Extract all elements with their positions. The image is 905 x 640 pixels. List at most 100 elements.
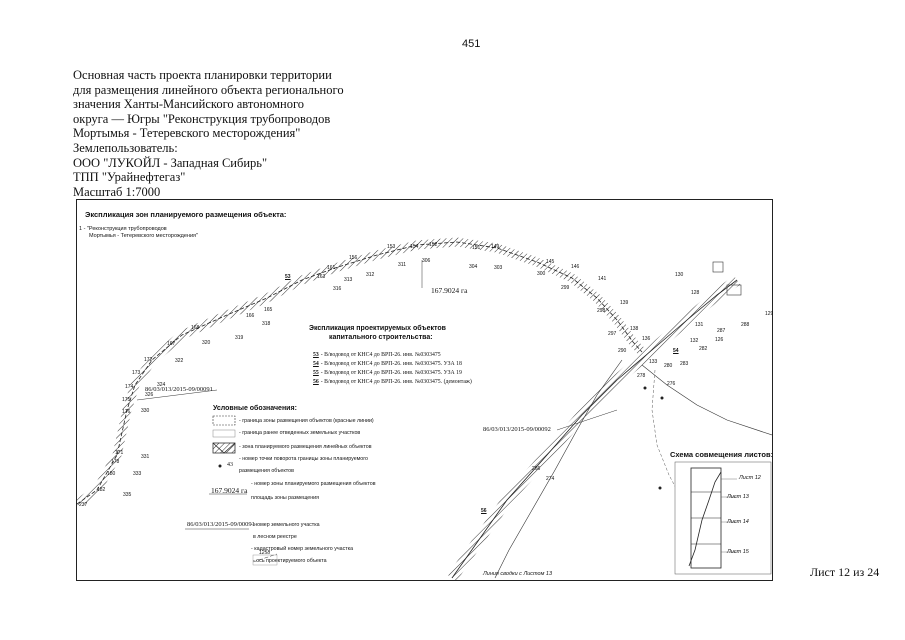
turn-point-label: 149 <box>491 244 500 250</box>
turn-point-label: 288 <box>741 322 750 328</box>
turn-point-label: 174 <box>125 384 134 390</box>
turn-point-label: 156 <box>349 255 358 261</box>
point-marker <box>658 486 662 490</box>
turn-point-label: 326 <box>145 392 154 398</box>
turn-point-label: 266 <box>532 466 541 472</box>
turn-point-label: 304 <box>469 264 478 270</box>
point-marker <box>660 396 664 400</box>
cad-leader-1 <box>136 389 218 401</box>
line-note: Линия сводки с Листом 13 <box>483 571 553 577</box>
turn-point-label: 333 <box>133 471 142 477</box>
object-line-2: Мортымья - Тетеревского месторождения" <box>89 233 198 239</box>
legend-sample-cad-label: 86/03/013/2015-09/00091 <box>187 521 255 528</box>
turn-point-label: 138 <box>630 326 639 332</box>
turn-point-label: 335 <box>123 492 132 498</box>
legend-sample-zone <box>212 442 236 454</box>
explication-title-line-1: Экспликация проектируемых объектов <box>309 325 446 332</box>
turn-point-label: 145 <box>546 259 555 265</box>
header-line: ООО "ЛУКОЙЛ - Западная Сибирь" <box>73 155 268 170</box>
turn-point-label: 141 <box>598 276 607 282</box>
cad-leader-2 <box>556 409 618 431</box>
legend-item: - зона планируемого размещения линейных … <box>239 444 372 450</box>
turn-point-label: 312 <box>366 272 375 278</box>
legend-sample-area-label: 167.9024 га <box>211 486 248 495</box>
turn-point-label: 282 <box>699 346 708 352</box>
schema-sheet-label: Лист 12 <box>739 475 761 481</box>
sheet-number: Лист 12 из 24 <box>810 565 880 579</box>
schema-sheet-label: Лист 13 <box>727 494 749 500</box>
legend-item: - кадастровый номер земельного участка <box>251 546 354 552</box>
turn-point-label: 306 <box>422 258 431 264</box>
schema-sheet-label: Лист 15 <box>727 549 749 555</box>
explication-item: 53- В/водовод от КНС4 до ВРП-26. инв. №0… <box>313 352 441 358</box>
turn-point-label: 322 <box>175 358 184 364</box>
object-list: 1 - "Реконструкция трубопроводов Мортымь… <box>79 226 198 240</box>
turn-point-label: 320 <box>202 340 211 346</box>
turn-point-label: 330 <box>141 408 150 414</box>
explication-key: 55 <box>313 370 319 376</box>
document-header: Основная часть проекта планировки террит… <box>73 68 344 199</box>
turn-point-label: 280 <box>664 363 673 369</box>
schema-title: Схема совмещения листов: <box>670 450 774 459</box>
turn-point-label: 151 <box>472 245 481 251</box>
turn-point-label: 298 <box>597 308 606 314</box>
explication-text: - В/водовод от КНС4 до ВРП-26. инв. №030… <box>320 370 462 376</box>
turn-point-label: 176 <box>122 409 131 415</box>
explication-item: 55- В/водовод от КНС4 до ВРП-26. инв. №0… <box>313 370 462 376</box>
turn-point-label: 276 <box>667 381 676 387</box>
turn-point-label: 278 <box>637 373 646 379</box>
legend-item: - граница зоны размещения объектов (крас… <box>239 418 374 424</box>
turn-point-label: 126 <box>715 337 724 343</box>
turn-point-label: 316 <box>333 286 342 292</box>
legend-item: - номер земельного участка <box>251 522 320 528</box>
turn-point-label: 331 <box>141 454 150 460</box>
turn-point-label: 287 <box>717 328 726 334</box>
dashed-boundary <box>651 369 678 491</box>
header-line: Масштаб 1:7000 <box>73 184 161 199</box>
turn-point-label: 182 <box>97 487 106 493</box>
header-line: для размещения линейного объекта региона… <box>73 82 344 97</box>
explication-text: - В/водовод от КНС4 до ВРП-26. инв. №030… <box>320 361 462 367</box>
turn-point-label: 172 <box>144 357 153 363</box>
header-line: округа — Югры "Реконструкция трубопровод… <box>73 111 331 126</box>
schema-sheet-label: Лист 14 <box>727 519 749 525</box>
turn-point-label: 311 <box>398 262 406 268</box>
legend-sample-prior <box>212 429 236 438</box>
zone-area-label: 167.9024 га <box>431 286 468 295</box>
turn-point-label: 139 <box>620 300 629 306</box>
structure-square <box>712 261 724 273</box>
turn-point-label: 131 <box>695 322 704 328</box>
legend-item: - номер точки поворота границы зоны план… <box>239 456 368 462</box>
turn-point-label: 130 <box>675 272 684 278</box>
cadastral-label-2: 86/03/013/2015-09/00092 <box>483 426 551 433</box>
header-line: значения Ханты-Мансийского автономного <box>73 97 305 112</box>
turn-point-label: 153 <box>387 244 396 250</box>
turn-point-label: 180 <box>107 471 116 477</box>
legend-item: в лесном реестре <box>253 534 297 540</box>
explication-text: - В/водовод от КНС4 до ВРП-26. инв. №030… <box>320 379 472 385</box>
map-frame: Экспликация зон планируемого размещения … <box>76 199 773 581</box>
turn-point-label: 300 <box>537 271 546 277</box>
turn-point-label: 132 <box>690 338 699 344</box>
turn-point-label: 274 <box>546 476 555 482</box>
legend-sample-point-label: 43 <box>227 462 233 468</box>
turn-point-label: 146 <box>571 264 580 270</box>
turn-point-label: 166 <box>246 313 255 319</box>
turn-point-label: 318 <box>262 321 271 327</box>
legend-item: - ось проектируемого объекта <box>253 558 327 564</box>
turn-point-label: 178 <box>111 459 120 465</box>
legend-item: площадь зоны размещения <box>251 495 319 501</box>
explication-key: 56 <box>313 379 319 385</box>
turn-point-label: 133 <box>649 359 658 365</box>
object-line-1: 1 - "Реконструкция трубопроводов <box>79 226 167 232</box>
turn-point-label: 299 <box>561 285 570 291</box>
structure-rect <box>726 284 742 296</box>
turn-point-label: 175 <box>122 397 131 403</box>
point-marker <box>643 386 647 390</box>
turn-point-label: 171 <box>115 450 124 456</box>
turn-point-label: 152 <box>429 242 438 248</box>
explication-title: Экспликация проектируемых объектов капит… <box>309 324 446 342</box>
zone-marker: 53 <box>285 274 291 280</box>
turn-point-label: 129 <box>765 311 774 317</box>
turn-point-label: 283 <box>680 361 689 367</box>
